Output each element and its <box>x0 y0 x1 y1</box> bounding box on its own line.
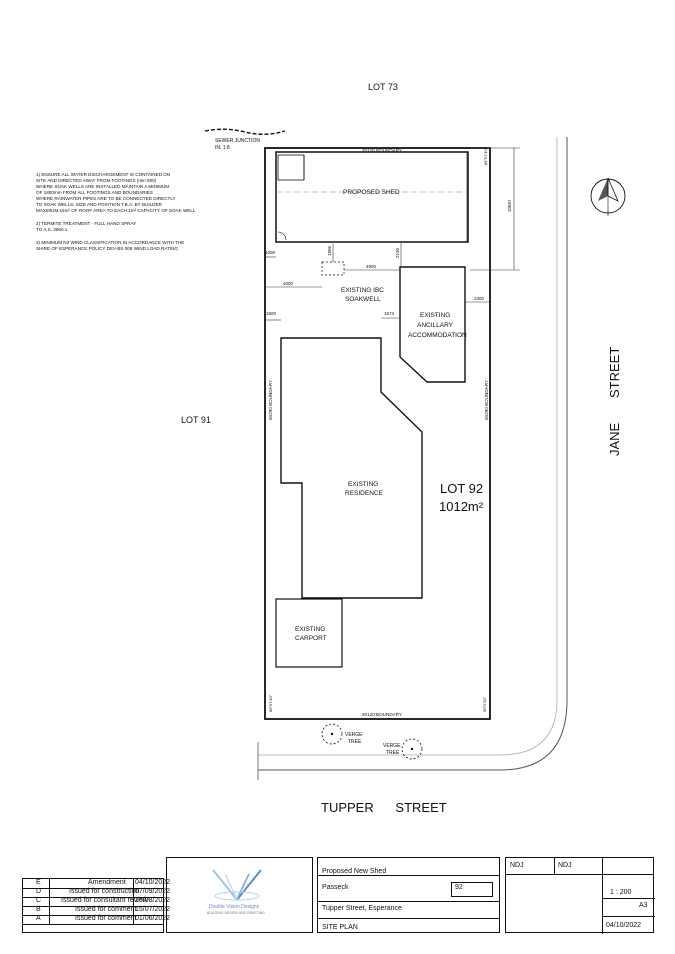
sewer-line-1: SEWER JUNCTION <box>215 138 260 144</box>
proposed-shed <box>275 151 469 243</box>
ancillary-label-3: ACCOMMODATION <box>408 332 467 339</box>
boundary-north: 20120 BOUNDARY <box>362 148 402 153</box>
lot-91-label: LOT 91 <box>181 415 211 425</box>
verge-tree-a-label-1: VERGE <box>345 732 363 738</box>
verge-tree-b-label-2: TREE <box>386 750 400 756</box>
paper-size: A3 <box>639 902 648 909</box>
bearing-ne: 89°57'40" <box>483 147 488 165</box>
north-arrow-icon <box>590 177 626 216</box>
boundary-west: 50290 BOUNDARY <box>268 380 273 420</box>
verge-tree-a <box>321 723 343 745</box>
carport-label-2: CARPORT <box>295 635 327 642</box>
ancillary-label-1: EXISTING <box>420 312 450 319</box>
street-east-label: STREET <box>607 347 622 398</box>
revision-row: D Issued for construction 07/09/2022 <box>23 888 170 898</box>
verge-tree-b <box>401 738 423 760</box>
bearing-sw: 89°57'40" <box>268 694 273 712</box>
company-subtitle: BUILDING DESIGN AND DRAFTING <box>207 911 265 915</box>
dim-d3: 2190 <box>395 247 400 258</box>
ibc-label-1: EXISTING IBC <box>341 287 384 294</box>
existing-residence <box>280 337 423 599</box>
dim-shed-depth: 10687 <box>507 199 512 212</box>
revision-row: A Issued for comment 01/06/2022 <box>23 915 170 925</box>
lot-number: 92 <box>455 884 463 891</box>
bearing-se: 90°2'20" <box>482 697 487 712</box>
proposed-shed-label: PROPOSED SHED <box>343 189 400 196</box>
verge-tree-b-label-1: VERGE <box>383 743 401 749</box>
sewer-line-2: IN: 1:8 <box>215 145 230 151</box>
checked-by: NDJ <box>558 862 572 869</box>
svg-text:WHERE RAINWATER PIPES ARE TO B: WHERE RAINWATER PIPES ARE TO BE CONNECTE… <box>36 196 176 201</box>
dim-d5: 2300 <box>474 296 485 301</box>
svg-text:1) ENSURE ALL WATER DISCHARGEM: 1) ENSURE ALL WATER DISCHARGEMENT IS CON… <box>36 172 170 177</box>
project-info-block: Proposed New Shed Passeck 92 Tupper Stre… <box>317 857 500 933</box>
svg-text:TO A.S. 3660.1: TO A.S. 3660.1 <box>36 227 68 232</box>
svg-text:OF 1800mm FROM ALL FOOTINGS AN: OF 1800mm FROM ALL FOOTINGS AND BOUNDARI… <box>36 190 153 195</box>
jane-label: JANE <box>607 422 622 456</box>
existing-carport <box>275 598 343 668</box>
dim-d1: 1806 <box>327 245 332 256</box>
dim-d7: 1573 <box>384 311 395 316</box>
svg-text:TO SOAK WELLS. SIZE AND POSITI: TO SOAK WELLS. SIZE AND POSITION T.B.A. … <box>36 202 163 207</box>
company-name: Double Vision Designs <box>209 904 260 910</box>
svg-text:SITE AND DIRECTED AWAY FROM FO: SITE AND DIRECTED AWAY FROM FOOTINGS (mi… <box>36 178 157 183</box>
existing-ancillary-accommodation <box>399 266 466 383</box>
svg-text:SHIRE OF ESPERANCE POLICY DEV-: SHIRE OF ESPERANCE POLICY DEV-BS 008 WIN… <box>36 246 178 251</box>
client-name: Passeck <box>322 884 349 891</box>
lot-92-area: 1012m² <box>439 499 484 514</box>
svg-text:2) TERMITE TREATMENT - FULL HA: 2) TERMITE TREATMENT - FULL HAND SPRAY <box>36 221 136 226</box>
dim-d6: 1500 <box>266 311 277 316</box>
drawing-details-block: NDJ NDJ 1 : 200 A3 04/10/2022 <box>505 857 655 934</box>
dim-shed-side: 1000 <box>265 250 276 255</box>
svg-text:3) MINIMUM N3 WIND CLASSIFICAT: 3) MINIMUM N3 WIND CLASSIFICATION IN ACC… <box>36 240 184 245</box>
boundary-south: 20120 BOUNDARY <box>362 712 402 717</box>
lot-73-label: LOT 73 <box>368 82 398 92</box>
revision-row: B Issued for comment 15/07/2022 <box>23 906 170 916</box>
ibc-label-2: SOAKWELL <box>345 296 381 303</box>
revision-row: E Amendment 04/10/2022 <box>23 879 170 889</box>
revision-row: C Issued for consultant review 25/08/202… <box>23 897 170 907</box>
company-logo-block: Double Vision Designs BUILDING DESIGN AN… <box>166 857 313 933</box>
svg-text:WHERE SOAK WELLS ARE INSTALLED: WHERE SOAK WELLS ARE INSTALLED MAINTAIN … <box>36 184 169 189</box>
tupper-street-label: TUPPER STREET <box>321 800 447 815</box>
site-address: Tupper Street, Esperance <box>322 905 402 912</box>
project-name: Proposed New Shed <box>322 868 387 875</box>
general-notes: 1) ENSURE ALL WATER DISCHARGEMENT IS CON… <box>36 172 196 251</box>
dim-d2: 4900 <box>366 264 377 269</box>
lot-92-label: LOT 92 <box>440 481 483 496</box>
carport-label-1: EXISTING <box>295 626 325 633</box>
drawing-scale: 1 : 200 <box>610 889 632 896</box>
drawing-date: 04/10/2022 <box>606 922 642 929</box>
revision-table: E Amendment 04/10/2022 D Issued for cons… <box>22 878 170 933</box>
ancillary-label-2: ANCILLARY <box>417 322 454 329</box>
svg-text:MAXIMUM 15m² OF ROOF AREA TO E: MAXIMUM 15m² OF ROOF AREA TO EACH 1m³ CA… <box>36 208 196 213</box>
drawn-by: NDJ <box>510 862 524 869</box>
company-logo-icon <box>212 869 262 901</box>
lot-92-boundary <box>264 147 491 720</box>
boundary-east: 50290 BOUNDARY <box>484 380 489 420</box>
residence-label-1: EXISTING <box>348 481 378 488</box>
dim-d4: 4000 <box>283 281 294 286</box>
verge-tree-a-label-2: TREE <box>348 739 362 745</box>
ibc-soakwell <box>321 261 345 276</box>
residence-label-2: RESIDENCE <box>345 490 384 497</box>
sheet-title: SITE PLAN <box>322 924 358 931</box>
